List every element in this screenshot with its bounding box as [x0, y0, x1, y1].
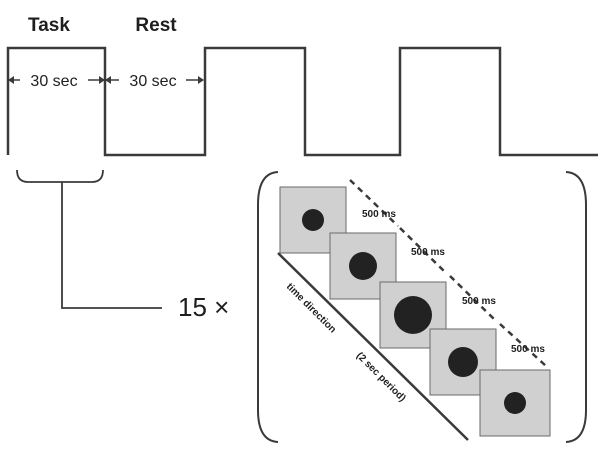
right-parenthesis: [565, 171, 587, 443]
task-brace: [16, 169, 104, 183]
task-duration-label: 30 sec: [30, 73, 77, 90]
interval-label-1: 500 ms: [362, 209, 396, 220]
time-direction-line: [277, 252, 469, 441]
repeat-count-label: 15 ×: [178, 292, 229, 322]
interval-label-4: 500 ms: [511, 344, 545, 355]
stimulus-dot: [394, 296, 432, 334]
period-label: (2 sec period): [354, 350, 408, 404]
block-waveform: [6, 46, 598, 157]
task-label: Task: [28, 15, 70, 36]
left-parenthesis: [257, 171, 279, 443]
rest-duration-label: 30 sec: [129, 73, 176, 90]
rest-duration-arrow: 30 sec: [105, 73, 204, 90]
stimulus-dot: [448, 347, 478, 377]
stimulus-dot: [349, 252, 377, 280]
stimulus-frames: [279, 186, 551, 437]
rest-label: Rest: [135, 15, 177, 36]
interval-dashes: [349, 179, 547, 367]
stimulus-dot: [302, 209, 324, 231]
interval-label-3: 500 ms: [462, 296, 496, 307]
task-duration-arrow: 30 sec: [8, 73, 105, 90]
stimulus-frame: [429, 328, 497, 396]
interval-label-2: 500 ms: [411, 247, 445, 258]
stimulus-frame: [479, 369, 551, 437]
repeat-connector: [61, 182, 162, 309]
stimulus-dot: [504, 392, 526, 414]
